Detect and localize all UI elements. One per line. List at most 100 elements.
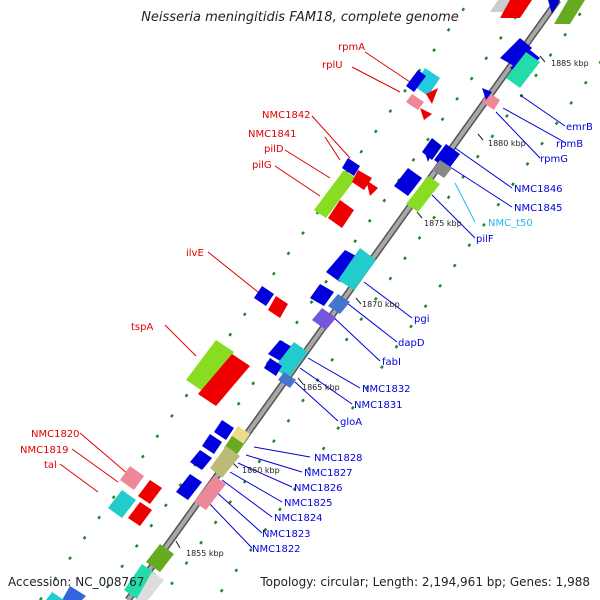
gene-label[interactable]: gloA (340, 417, 362, 428)
accession-label: Accession: NC_008767 (8, 575, 145, 589)
gene-label[interactable]: NMC1828 (314, 453, 363, 464)
tick-label: 1885 kbp (551, 59, 589, 68)
gene-glyph (482, 88, 492, 100)
genome-summary: Topology: circular; Length: 2,194,961 bp… (260, 575, 590, 589)
gene-glyph (210, 446, 240, 478)
gene-label[interactable]: tspA (131, 322, 153, 333)
gene-label[interactable]: NMC1832 (362, 384, 411, 395)
gene-label[interactable]: rplU (322, 60, 343, 71)
gene-glyph (414, 68, 440, 96)
gene-label[interactable]: NMC1822 (252, 544, 301, 555)
gene-glyphs (46, 0, 585, 600)
gene-glyph (406, 176, 440, 212)
gene-label[interactable]: NMC1826 (294, 483, 343, 494)
page-title: Neisseria meningitidis FAM18, complete g… (141, 10, 459, 25)
reverse-gene-labels: emrB rpmB rpmG NMC1846 NMC1845 NMC_t50 p… (252, 122, 593, 555)
gene-glyph (254, 286, 274, 306)
tick-label: 1865 kbp (302, 383, 340, 392)
gene-label[interactable]: rpmG (540, 154, 568, 165)
gene-glyph (420, 108, 432, 120)
gene-glyph (406, 70, 426, 92)
gene-label[interactable]: NMC1820 (31, 429, 80, 440)
gene-label[interactable]: NMC1819 (20, 445, 69, 456)
gene-label[interactable]: pilD (264, 144, 284, 155)
gene-label[interactable]: NMC_t50 (488, 218, 533, 229)
gene-glyph (328, 200, 354, 228)
gene-label[interactable]: pilF (476, 234, 494, 245)
guide-line-outer-right (213, 60, 600, 600)
gene-label[interactable]: NMC1827 (304, 468, 353, 479)
gene-label[interactable]: emrB (566, 122, 593, 133)
gene-label[interactable]: NMC1824 (274, 513, 323, 524)
gene-glyph (366, 180, 378, 196)
tick-label: 1870 kbp (362, 300, 400, 309)
gene-glyph (548, 0, 560, 14)
guide-line-inner-left (96, 0, 530, 600)
gene-glyph (406, 94, 424, 110)
gene-label[interactable]: tal (44, 460, 57, 471)
gene-glyph (46, 592, 64, 600)
gene-glyph (108, 490, 136, 518)
gene-label[interactable]: dapD (398, 338, 425, 349)
gene-glyph (312, 308, 336, 330)
gene-glyph (146, 544, 174, 572)
gene-glyph (506, 52, 540, 88)
gene-glyph (500, 0, 532, 18)
gene-label[interactable]: NMC1846 (514, 184, 563, 195)
gene-glyph (202, 434, 222, 454)
gene-label[interactable]: pgi (414, 314, 429, 325)
gene-glyph (314, 170, 356, 218)
tick-label: 1860 kbp (242, 466, 280, 475)
gene-glyph (198, 354, 250, 406)
gene-glyph (124, 564, 156, 600)
gene-label[interactable]: NMC1831 (354, 400, 403, 411)
gene-glyph (278, 372, 296, 388)
gene-glyph (326, 250, 360, 282)
gene-glyph (554, 0, 585, 24)
gene-glyph (352, 170, 372, 190)
gene-label[interactable]: fabI (382, 357, 401, 368)
gene-glyph (500, 38, 532, 66)
gene-glyph (190, 450, 212, 470)
gene-label[interactable]: NMC1823 (262, 529, 311, 540)
tick-label: 1855 kbp (186, 549, 224, 558)
gene-glyph (268, 340, 294, 362)
gene-glyph (328, 294, 350, 314)
gene-glyph (394, 168, 422, 196)
gene-glyph (268, 296, 288, 318)
gene-glyph (338, 248, 376, 290)
gene-label[interactable]: pilG (252, 160, 272, 171)
gene-glyph (138, 480, 162, 504)
gene-glyph (128, 502, 152, 526)
gene-glyph (120, 466, 144, 490)
forward-leader-lines (59, 51, 411, 493)
reverse-leader-lines (205, 94, 567, 549)
tick-label: 1880 kbp (488, 139, 526, 148)
tick-labels: 1855 kbp 1860 kbp 1865 kbp 1870 kbp 1875… (186, 59, 589, 558)
gene-glyph (310, 284, 334, 306)
tick-marks (175, 55, 546, 549)
gene-label[interactable]: NMC1845 (514, 203, 563, 214)
guide-line-inner-right (158, 0, 592, 600)
gene-glyph (62, 586, 86, 600)
gene-glyph (136, 572, 164, 600)
gene-label[interactable]: NMC1842 (262, 110, 311, 121)
gene-label[interactable]: NMC1841 (248, 129, 297, 140)
gene-glyph (432, 160, 452, 178)
gene-glyph (274, 342, 308, 378)
tick-label: 1875 kbp (424, 219, 462, 228)
gene-glyph (264, 358, 282, 376)
gene-glyph (424, 148, 434, 162)
guide-line-outer-left (38, 0, 472, 600)
gene-glyph (426, 88, 438, 104)
gene-glyph (176, 474, 202, 500)
gene-label[interactable]: NMC1825 (284, 498, 333, 509)
gene-label[interactable]: rpmA (338, 42, 365, 53)
gene-glyph (194, 476, 226, 510)
gene-glyph (214, 420, 234, 440)
gene-label[interactable]: ilvE (186, 248, 204, 259)
gene-glyph (186, 340, 234, 392)
gene-label[interactable]: rpmB (556, 139, 583, 150)
